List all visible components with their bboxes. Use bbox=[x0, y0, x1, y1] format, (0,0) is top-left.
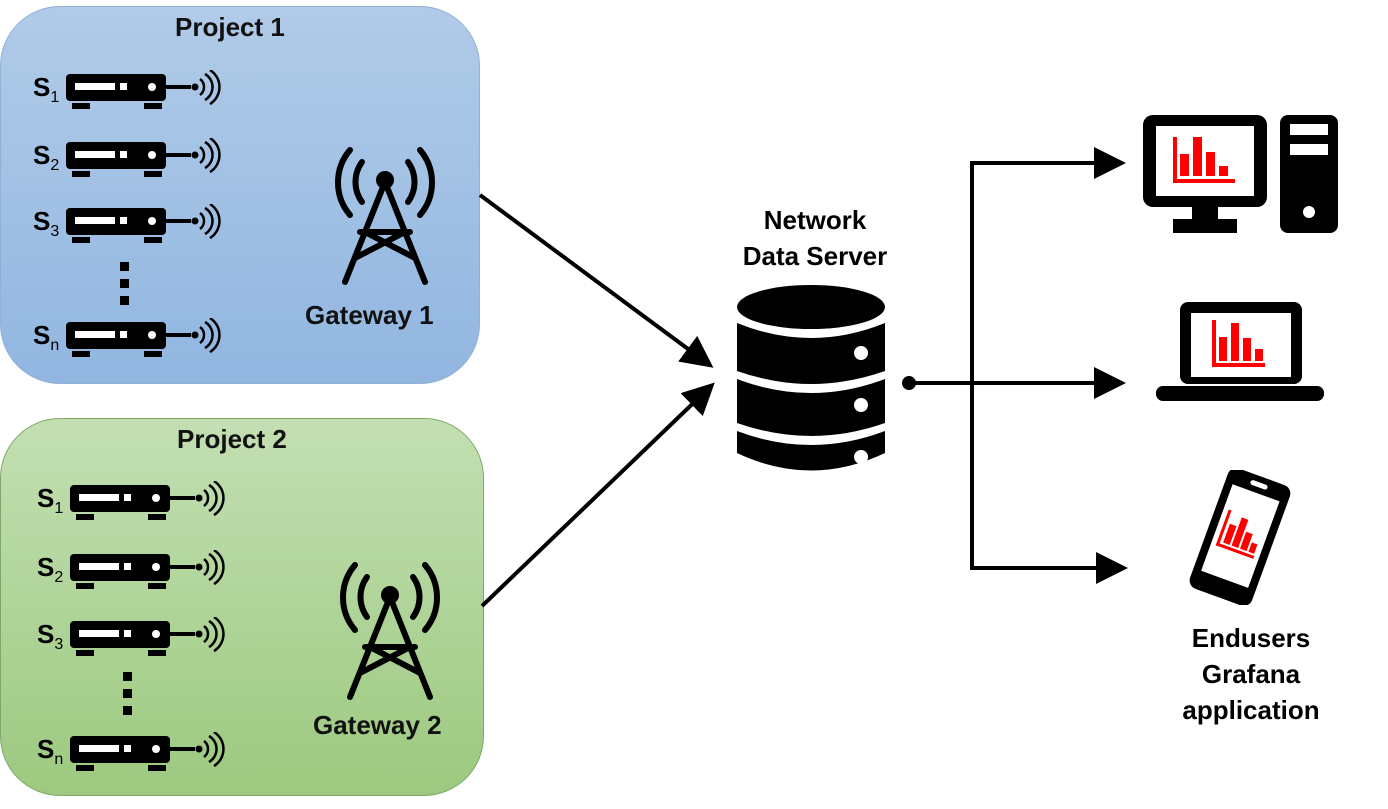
smartphone-icon bbox=[1189, 470, 1291, 605]
laptop-icon bbox=[1156, 302, 1324, 401]
sensor-label-index: 2 bbox=[54, 569, 64, 586]
ellipsis-dots-project-1 bbox=[120, 262, 130, 313]
gateway-1-label: Gateway 1 bbox=[305, 300, 434, 330]
sensor-label-letter: S bbox=[33, 72, 51, 102]
sensor-node: S2 bbox=[37, 550, 237, 590]
project-2-title: Project 2 bbox=[177, 424, 287, 454]
sensor-node: Sn bbox=[37, 732, 237, 772]
sensor-label: S2 bbox=[33, 140, 59, 175]
sensor-label: S3 bbox=[37, 619, 63, 654]
sensor-label-letter: S bbox=[37, 734, 55, 764]
project-2-box bbox=[0, 418, 484, 796]
sensor-device-icon bbox=[70, 732, 225, 771]
sensor-node: S3 bbox=[37, 617, 237, 657]
sensor-device-icon bbox=[66, 70, 221, 109]
arrow-server-to-phone bbox=[970, 163, 1128, 584]
sensor-label-index: 3 bbox=[50, 223, 60, 240]
sensor-label-letter: S bbox=[33, 140, 51, 170]
ellipsis-dots-project-2 bbox=[123, 672, 133, 723]
endusers-label-line3: application bbox=[1182, 695, 1320, 725]
project-1-box bbox=[0, 6, 480, 384]
sensor-label: S2 bbox=[37, 552, 63, 587]
sensor-label-index: 1 bbox=[50, 89, 60, 106]
sensor-label-letter: S bbox=[33, 320, 51, 350]
sensor-node: S1 bbox=[37, 481, 237, 521]
sensor-node: Sn bbox=[33, 318, 233, 358]
arrow-gateway1-to-server bbox=[478, 193, 714, 368]
sensor-label-letter: S bbox=[33, 206, 51, 236]
gateway-2-label: Gateway 2 bbox=[313, 710, 442, 740]
sensor-device-icon bbox=[70, 550, 225, 589]
gateway-2-tower-icon bbox=[340, 562, 440, 700]
sensor-label-index: n bbox=[50, 337, 60, 354]
arrow-gateway2-to-server bbox=[480, 382, 715, 608]
sensor-label-index: n bbox=[54, 751, 64, 768]
desktop-chart-icon bbox=[1173, 137, 1235, 183]
endusers-label: Endusers Grafana application bbox=[1160, 620, 1342, 728]
sensor-label: Sn bbox=[37, 734, 63, 769]
sensor-label: Sn bbox=[33, 320, 59, 355]
sensor-node: S3 bbox=[33, 204, 233, 244]
endusers-label-line1: Endusers bbox=[1191, 623, 1311, 653]
server-label-line1: Network bbox=[763, 205, 867, 235]
sensor-device-icon bbox=[66, 138, 221, 177]
sensor-node: S2 bbox=[33, 138, 233, 178]
sensor-node: S1 bbox=[33, 70, 233, 110]
sensor-label: S1 bbox=[37, 483, 63, 518]
sensor-label: S3 bbox=[33, 206, 59, 241]
sensor-device-icon bbox=[70, 617, 225, 656]
sensor-device-icon bbox=[66, 204, 221, 243]
database-server-icon bbox=[737, 285, 885, 471]
sensor-label-letter: S bbox=[37, 619, 55, 649]
arrow-server-to-desktop bbox=[970, 147, 1126, 568]
server-label: Network Data Server bbox=[725, 202, 905, 274]
sensor-label-index: 1 bbox=[54, 500, 64, 517]
laptop-chart-icon bbox=[1212, 320, 1265, 367]
sensor-label-index: 3 bbox=[54, 636, 64, 653]
project-1-title: Project 1 bbox=[175, 12, 285, 42]
sensor-label: S1 bbox=[33, 72, 59, 107]
sensor-device-icon bbox=[66, 318, 221, 357]
endusers-label-line2: Grafana bbox=[1201, 659, 1301, 689]
gateway-1-tower-icon bbox=[335, 147, 435, 285]
smartphone-chart-icon bbox=[1215, 509, 1258, 559]
sensor-label-letter: S bbox=[37, 483, 55, 513]
sensor-label-letter: S bbox=[37, 552, 55, 582]
sensor-label-index: 2 bbox=[50, 157, 60, 174]
server-label-line2: Data Server bbox=[742, 241, 888, 271]
sensor-device-icon bbox=[70, 481, 225, 520]
desktop-computer-icon bbox=[1143, 115, 1338, 233]
